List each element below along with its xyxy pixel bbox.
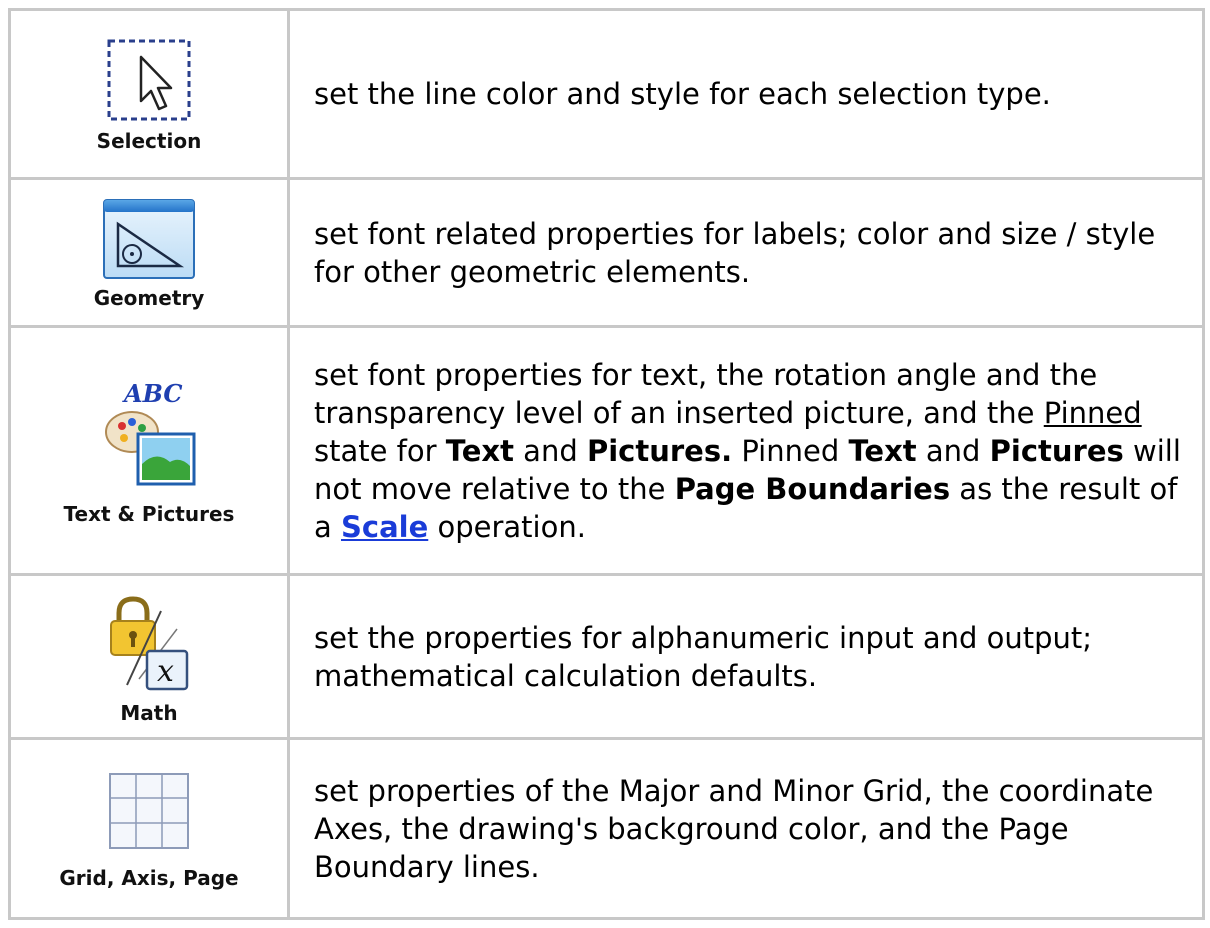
row-description: set properties of the Major and Minor Gr… — [290, 740, 1205, 920]
icon-cell: Grid, Axis, Page — [8, 740, 290, 920]
desc-text: and — [513, 433, 587, 468]
desc-text: set font properties for text, the rotati… — [314, 357, 1098, 430]
row-description: set font related properties for labels; … — [290, 180, 1205, 328]
abc-text: ABC — [122, 379, 182, 408]
table-row: ABC Text & Pictures set font properties … — [8, 328, 1205, 576]
table-row: Grid, Axis, Page set properties of the M… — [8, 740, 1205, 920]
icon-label: Grid, Axis, Page — [59, 865, 239, 890]
icon-cell: Geometry — [8, 180, 290, 328]
table-row: Geometry set font related properties for… — [8, 180, 1205, 328]
icon-cell: Selection — [8, 8, 290, 180]
desc-text: state for — [314, 433, 446, 468]
bold-text-term: Text — [445, 433, 514, 468]
desc-text: operation. — [428, 509, 586, 544]
desc-text: and — [916, 433, 990, 468]
math-icon: x — [110, 595, 189, 690]
selection-icon — [107, 39, 191, 121]
description-text: set font related properties for labels; … — [314, 216, 1156, 289]
table-row: x Math set the properties for alphanumer… — [8, 576, 1205, 740]
pinned-term: Pinned — [1043, 395, 1142, 430]
description-text: set the properties for alphanumeric inpu… — [314, 620, 1093, 693]
bold-page-boundaries-term: Page Boundaries — [674, 471, 951, 506]
icon-label: Geometry — [93, 285, 205, 310]
icon-cell: ABC Text & Pictures — [8, 328, 290, 576]
row-description: set the line color and style for each se… — [290, 8, 1205, 180]
icon-label: Math — [120, 700, 178, 725]
table-row: Selection set the line color and style f… — [8, 8, 1205, 180]
row-description: set font properties for text, the rotati… — [290, 328, 1205, 576]
icon-cell: x Math — [8, 576, 290, 740]
bold-pictures-term: Pictures — [989, 433, 1124, 468]
x-variable-text: x — [157, 654, 174, 689]
scale-link[interactable]: Scale — [341, 509, 429, 544]
geometry-icon — [103, 198, 195, 279]
grid-icon — [109, 772, 189, 849]
desc-text: as the result of a — [314, 471, 1178, 544]
desc-text: will not move relative to the — [314, 433, 1181, 506]
icon-label: Selection — [96, 129, 202, 153]
options-table: Selection set the line color and style f… — [8, 8, 1205, 920]
row-description: set the properties for alphanumeric inpu… — [290, 576, 1205, 740]
desc-text: Pinned — [732, 433, 849, 468]
description-text: set properties of the Major and Minor Gr… — [314, 773, 1154, 884]
text-pictures-icon: ABC — [105, 379, 196, 485]
bold-text-term: Text — [848, 433, 917, 468]
description-text: set the line color and style for each se… — [314, 77, 1051, 111]
bold-pictures-term: Pictures. — [586, 433, 733, 468]
icon-label: Text & Pictures — [63, 501, 235, 526]
